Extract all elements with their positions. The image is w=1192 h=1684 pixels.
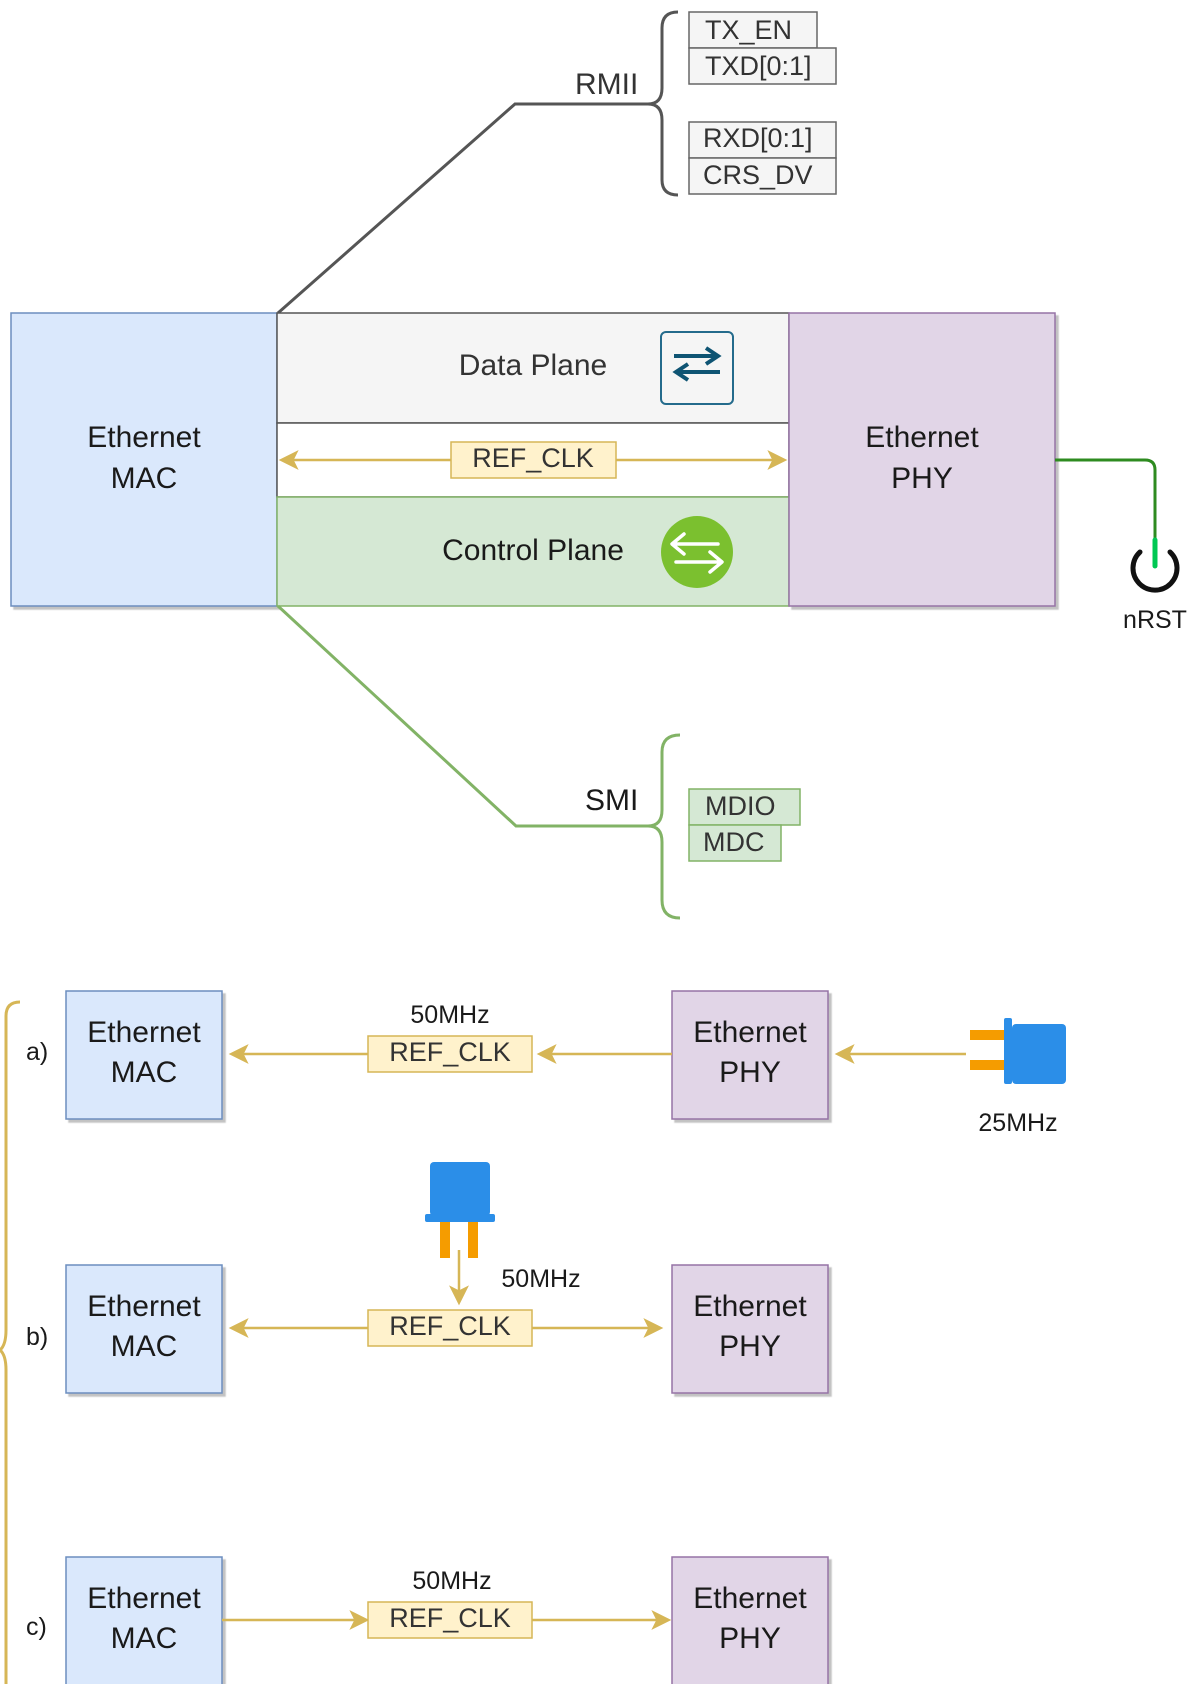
config-a-label: a) — [26, 1038, 48, 1066]
rmii-group: RMII TX_EN TXD[0:1] RXD[0:1] CRS_DV — [277, 10, 837, 315]
config-c-mac-line1: Ethernet — [87, 1582, 201, 1615]
control-plane-label: Control Plane — [442, 534, 624, 567]
smi-signal-mdc: MDC — [703, 827, 765, 857]
config-b-phy-box — [671, 1264, 829, 1394]
config-c: c) Ethernet MAC Ethernet PHY REF_CLK 50M… — [26, 1556, 829, 1684]
config-c-mac-line2: MAC — [111, 1622, 178, 1655]
oscillator-icon — [425, 1162, 495, 1258]
reset-label: nRST — [1123, 606, 1187, 634]
config-a: a) Ethernet MAC Ethernet PHY REF_CLK 50M… — [26, 990, 1066, 1137]
config-b-clk-label: REF_CLK — [389, 1311, 511, 1341]
rmii-label: RMII — [575, 68, 638, 101]
refclk-tag — [450, 441, 617, 479]
phy-box — [788, 312, 1056, 607]
config-c-phy-line2: PHY — [719, 1622, 781, 1655]
config-a-clk-label: REF_CLK — [389, 1037, 511, 1067]
config-a-mac-line1: Ethernet — [87, 1016, 201, 1049]
config-a-phy-line1: Ethernet — [693, 1016, 807, 1049]
phy-label-line2: PHY — [891, 462, 953, 495]
config-b-mac-line1: Ethernet — [87, 1290, 201, 1323]
config-a-mac-box — [65, 990, 223, 1120]
config-b-label: b) — [26, 1323, 48, 1351]
config-b-phy-line1: Ethernet — [693, 1290, 807, 1323]
config-c-clk-label: REF_CLK — [389, 1603, 511, 1633]
smi-brace — [647, 733, 681, 920]
rmii-brace — [647, 10, 679, 197]
config-b-osc-freq: 50MHz — [501, 1265, 580, 1293]
config-c-mac-box — [65, 1556, 223, 1684]
config-brace — [0, 1000, 21, 1684]
config-b-clk-tag — [367, 1309, 533, 1347]
switch-icon — [660, 331, 734, 405]
mac-label-line1: Ethernet — [87, 421, 201, 454]
rmii-signal-rxd: RXD[0:1] — [703, 123, 813, 153]
mac-box — [10, 312, 278, 607]
config-c-clk-tag — [367, 1601, 533, 1639]
smi-label: SMI — [585, 784, 638, 817]
rmii-signal-txd: TXD[0:1] — [705, 51, 812, 81]
config-c-phy-line1: Ethernet — [693, 1582, 807, 1615]
smi-signal-mdio: MDIO — [705, 791, 776, 821]
config-c-phy-box — [671, 1556, 829, 1684]
config-c-label: c) — [26, 1613, 47, 1641]
refclk-label: REF_CLK — [472, 443, 594, 473]
config-a-osc-freq: 25MHz — [978, 1109, 1057, 1137]
config-c-freq: 50MHz — [412, 1567, 491, 1595]
mac-label-line2: MAC — [111, 462, 178, 495]
phy-label-line1: Ethernet — [865, 421, 979, 454]
config-a-clk-tag — [367, 1035, 533, 1073]
exchange-icon — [661, 516, 733, 588]
config-b-mac-line2: MAC — [111, 1330, 178, 1363]
smi-connector-line — [276, 604, 648, 828]
reset-line — [1055, 458, 1157, 540]
config-b-phy-line2: PHY — [719, 1330, 781, 1363]
rmii-signal-tx-en: TX_EN — [705, 15, 792, 45]
top-block: Ethernet MAC Data Plane REF_CLK Control … — [10, 312, 1187, 634]
oscillator-icon — [970, 1018, 1066, 1084]
config-a-mac-line2: MAC — [111, 1056, 178, 1089]
config-b: b) Ethernet MAC Ethernet PHY REF_CLK 50M… — [26, 1162, 829, 1394]
config-a-freq: 50MHz — [410, 1001, 489, 1029]
config-b-mac-box — [65, 1264, 223, 1394]
data-plane-label: Data Plane — [459, 349, 607, 382]
rmii-signal-crs-dv: CRS_DV — [703, 160, 813, 190]
smi-group: SMI MDIO MDC — [276, 604, 801, 920]
rmii-connector-line — [277, 102, 648, 315]
config-a-phy-box — [671, 990, 829, 1120]
power-icon — [1130, 537, 1180, 593]
config-a-phy-line2: PHY — [719, 1056, 781, 1089]
